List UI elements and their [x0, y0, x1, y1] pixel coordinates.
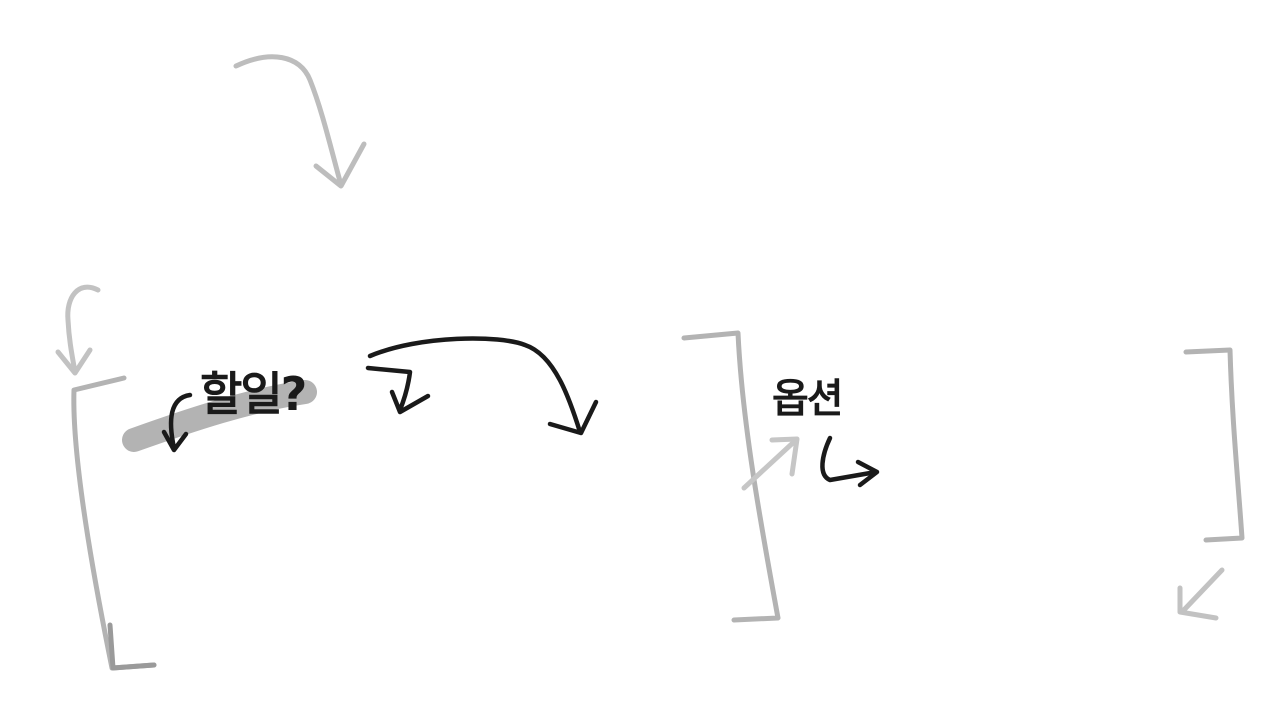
- large-arc-arrow: [367, 336, 599, 436]
- top-curved-arrow: [233, 54, 367, 189]
- options-turn-arrow: [820, 435, 880, 488]
- right-bracket: [1183, 347, 1245, 543]
- label-hook-arrow: [161, 392, 193, 453]
- highlighter-swipe: [122, 380, 317, 452]
- bottom-right-arrow: [1177, 567, 1225, 621]
- options-label: 옵션: [772, 376, 842, 422]
- left-bracket: [71, 375, 157, 671]
- todo-label: 할일?: [200, 367, 305, 421]
- diagonal-arrow: [741, 436, 800, 491]
- left-curl-arrow: [55, 284, 101, 376]
- small-turn-arrow: [365, 365, 431, 415]
- middle-bracket: [681, 330, 781, 623]
